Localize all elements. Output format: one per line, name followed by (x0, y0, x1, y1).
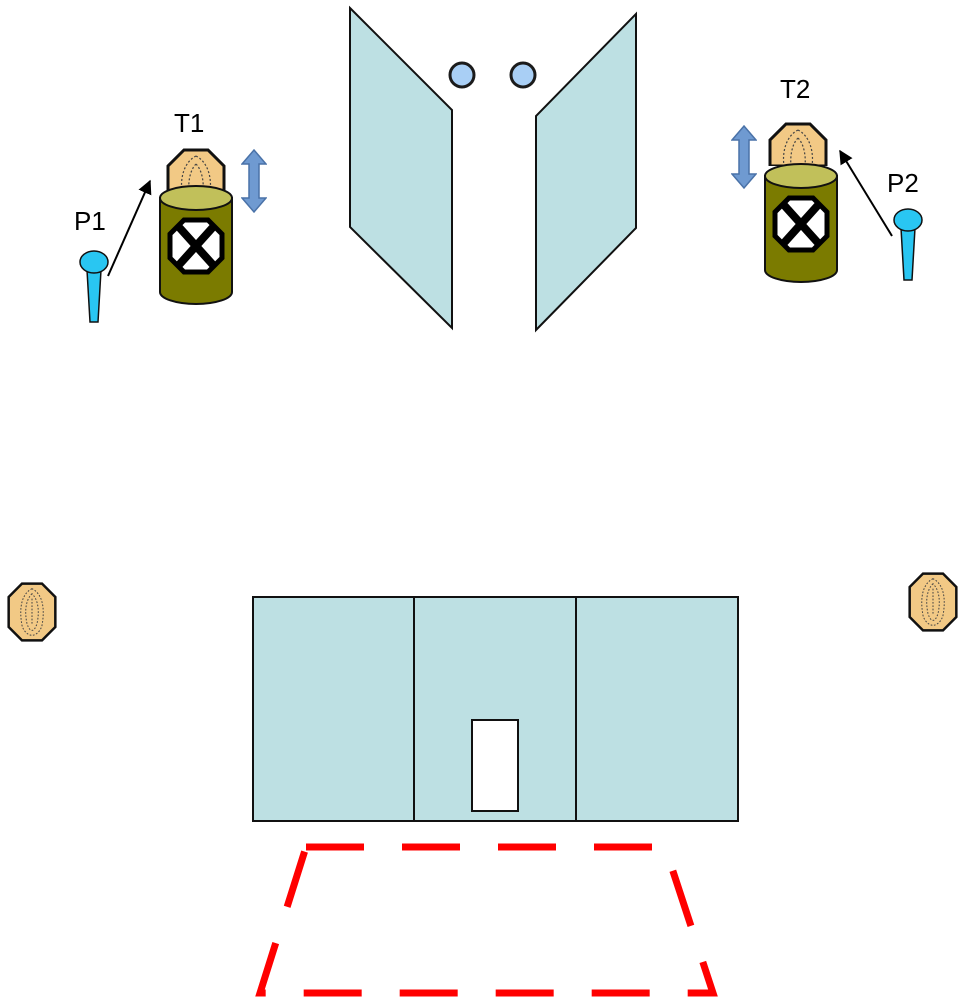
three-panel-wall (252, 596, 739, 822)
door (471, 719, 519, 812)
label-p2: P2 (887, 168, 919, 198)
target-icon-right (908, 572, 958, 632)
target-icon (768, 122, 828, 166)
up-down-arrow-icon (731, 125, 757, 189)
label-t2: T2 (780, 74, 810, 104)
wall-panel-left (252, 596, 415, 822)
marker-circle-left (448, 61, 476, 89)
angled-walls (349, 5, 637, 333)
shooting-area-fault-line (255, 843, 718, 997)
right-angled-wall (535, 11, 637, 333)
arrow-p1 (107, 179, 152, 277)
marker-circle-right (509, 61, 537, 89)
label-p1: P1 (74, 206, 106, 236)
target-group-t2: T2 P2 (731, 74, 923, 282)
left-angled-wall (349, 5, 453, 331)
popper-prop-icon (79, 250, 109, 323)
up-down-arrow-icon (241, 149, 267, 213)
popper-prop-icon (893, 208, 923, 281)
target-group-t1: T1 P1 (74, 108, 267, 323)
x-octagon-icon (765, 164, 837, 282)
label-t1: T1 (174, 108, 204, 138)
x-octagon-icon (160, 186, 232, 304)
wall-panel-right (575, 596, 739, 822)
arrow-p2 (839, 149, 893, 237)
target-icon-left (7, 582, 57, 642)
